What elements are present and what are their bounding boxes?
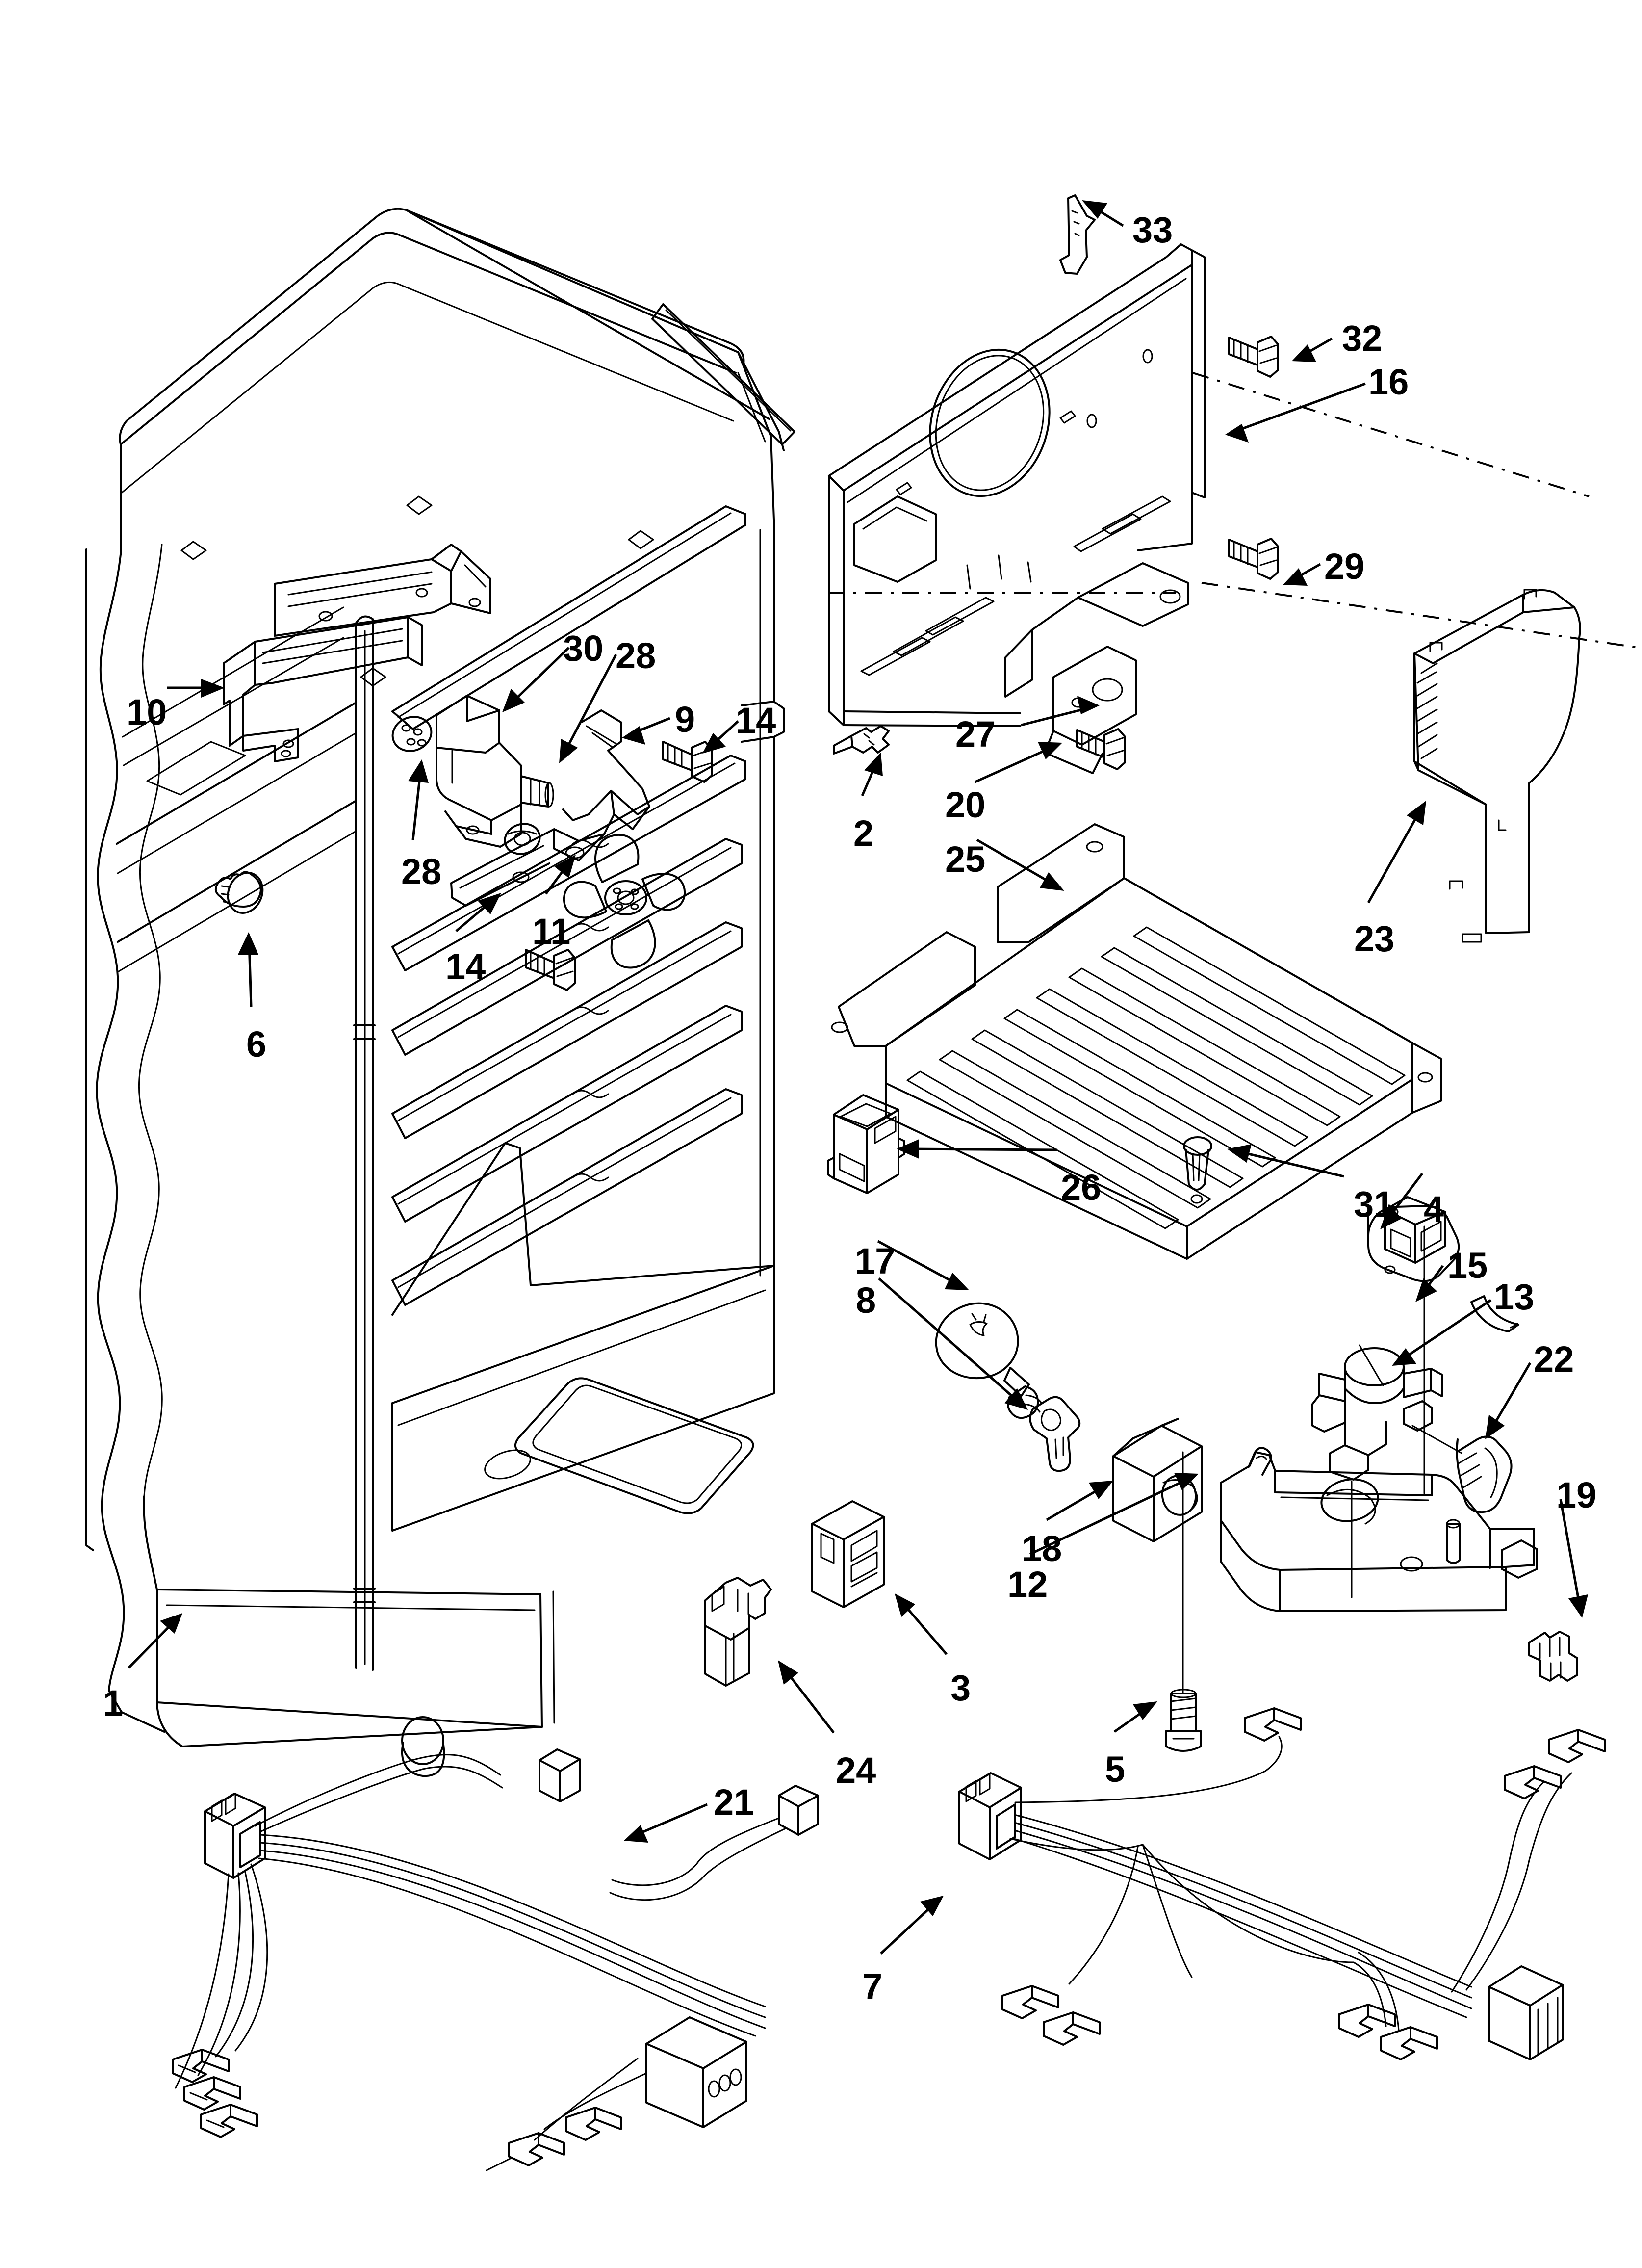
base-grille-assembly-25 bbox=[831, 823, 1442, 1260]
callout-26: 26 bbox=[1061, 1167, 1102, 1208]
cover-louvers bbox=[1416, 662, 1438, 759]
callout-18: 18 bbox=[1022, 1528, 1062, 1569]
callout-8: 8 bbox=[856, 1280, 876, 1321]
light-shield-18 bbox=[1112, 1418, 1203, 1542]
callout-21: 21 bbox=[714, 1782, 754, 1823]
spade-terminal bbox=[1504, 1765, 1562, 1799]
callout-27: 27 bbox=[955, 714, 996, 755]
spade-terminal bbox=[1001, 1985, 1059, 2019]
lamp-socket-8 bbox=[1029, 1396, 1081, 1472]
wire-harness-7 bbox=[958, 1707, 1606, 2060]
callout-3: 3 bbox=[950, 1668, 971, 1708]
fan-motor-assembly bbox=[391, 695, 650, 907]
condenser-ribs bbox=[906, 926, 1406, 1229]
callout-14-b: 14 bbox=[445, 946, 486, 987]
spade-terminal bbox=[1380, 2026, 1438, 2060]
screw-14-b bbox=[525, 949, 576, 991]
callout-24: 24 bbox=[836, 1750, 876, 1791]
callout-4: 4 bbox=[1424, 1189, 1444, 1229]
spade-terminal bbox=[508, 2132, 565, 2166]
callout-16: 16 bbox=[1368, 362, 1409, 402]
callout-28-b: 28 bbox=[401, 851, 442, 892]
callout-17: 17 bbox=[855, 1241, 896, 1281]
spade-terminal bbox=[1548, 1729, 1606, 1763]
callout-33: 33 bbox=[1132, 209, 1173, 250]
connector-block-3 bbox=[811, 1500, 885, 1608]
callout-32: 32 bbox=[1342, 318, 1383, 359]
callout-31: 31 bbox=[1354, 1184, 1394, 1225]
terminal-cover-22 bbox=[1456, 1435, 1513, 1513]
spade-terminal bbox=[1338, 2004, 1396, 2038]
callout-11: 11 bbox=[532, 911, 571, 952]
callout-12: 12 bbox=[1007, 1564, 1048, 1605]
callout-1: 1 bbox=[103, 1683, 124, 1723]
rear-panel-16 bbox=[828, 194, 1639, 774]
screw-32 bbox=[1228, 336, 1279, 378]
spade-terminal bbox=[1244, 1707, 1302, 1742]
callout-6: 6 bbox=[246, 1024, 267, 1065]
screw-20 bbox=[1076, 728, 1126, 770]
spade-terminal bbox=[200, 2104, 258, 2138]
screw-14-a bbox=[662, 741, 713, 783]
rubber-tube-15 bbox=[1470, 1295, 1519, 1332]
connector-plug-24 bbox=[704, 1577, 772, 1687]
drain-clip-12 bbox=[1248, 1447, 1272, 1476]
callout-29: 29 bbox=[1324, 546, 1365, 587]
clip-33 bbox=[1059, 194, 1096, 275]
drain-plug-6 bbox=[215, 871, 264, 914]
spade-terminal bbox=[565, 2107, 622, 2141]
compressor-cover-23 bbox=[1413, 589, 1581, 943]
liner-shelf-rails bbox=[391, 755, 746, 1306]
callout-5: 5 bbox=[1105, 1749, 1126, 1790]
fan-washer-28-a bbox=[391, 716, 433, 752]
callout-9: 9 bbox=[675, 699, 695, 740]
cabinet-liner-assembly bbox=[85, 208, 795, 1747]
light-bulb-17 bbox=[935, 1302, 1043, 1419]
callout-30: 30 bbox=[563, 628, 604, 669]
spade-terminal bbox=[183, 2076, 241, 2111]
drain-pan-assembly bbox=[1165, 1225, 1538, 1752]
callout-7: 7 bbox=[862, 1966, 883, 2007]
grommet-2 bbox=[833, 725, 890, 755]
callout-22: 22 bbox=[1534, 1339, 1574, 1380]
screw-5 bbox=[1165, 1689, 1202, 1752]
callout-15: 15 bbox=[1447, 1245, 1488, 1286]
callout-25: 25 bbox=[945, 839, 986, 880]
wire-harness-21 bbox=[172, 1716, 819, 2171]
push-pin-31 bbox=[1183, 1136, 1212, 1204]
fan-blade-11 bbox=[563, 834, 686, 969]
defrost-thermostat-13 bbox=[1311, 1344, 1462, 1481]
callout-14-a: 14 bbox=[736, 700, 776, 741]
terminal-connector-19 bbox=[1528, 1631, 1578, 1682]
junction-box-26 bbox=[827, 1094, 905, 1194]
screw-29 bbox=[1228, 538, 1279, 580]
callout-19: 19 bbox=[1556, 1475, 1597, 1515]
spade-terminal bbox=[172, 2049, 230, 2083]
callout-28-a: 28 bbox=[616, 635, 656, 676]
callout-13: 13 bbox=[1494, 1277, 1535, 1317]
callout-23: 23 bbox=[1354, 918, 1395, 959]
spade-terminal bbox=[1043, 2011, 1101, 2046]
rail-bracket-10 bbox=[223, 544, 491, 762]
callout-20: 20 bbox=[945, 784, 986, 825]
leader-lines bbox=[128, 200, 1588, 1955]
callout-10: 10 bbox=[127, 692, 167, 732]
callout-2: 2 bbox=[853, 813, 874, 854]
